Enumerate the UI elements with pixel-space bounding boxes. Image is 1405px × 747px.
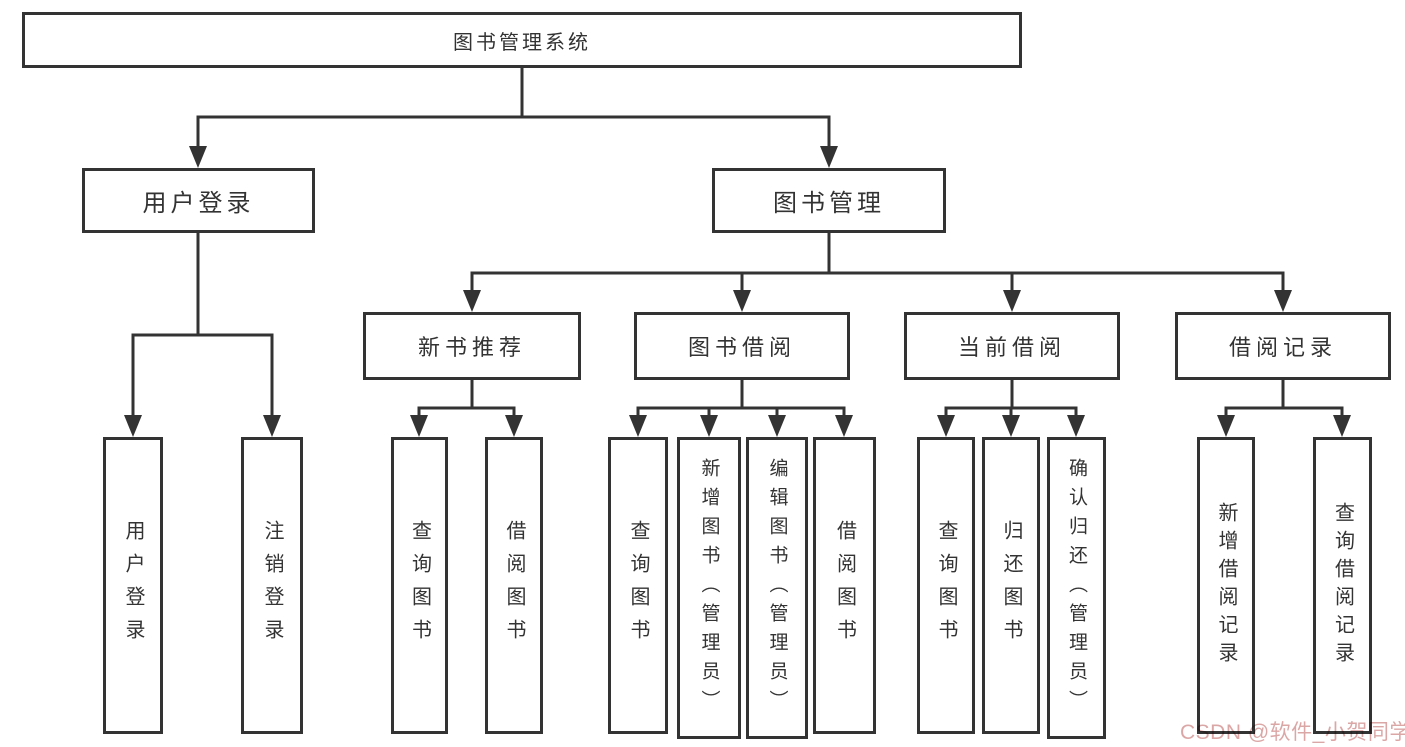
leaf-user-login-label: 用户登录 <box>122 519 144 652</box>
leaf-add-borrow-record-label: 新增借阅记录 <box>1215 501 1237 670</box>
leaf-confirm-return-admin-label: 确认归还（管理员） <box>1066 457 1087 719</box>
leaf-borrow-book-2-label: 借阅图书 <box>833 519 856 652</box>
node-root-label: 图书管理系统 <box>453 31 591 54</box>
leaf-query-book-1-label: 查询图书 <box>408 519 431 652</box>
node-root: 图书管理系统 <box>22 12 1022 68</box>
leaf-add-book-admin: 新增图书（管理员） <box>677 437 741 739</box>
leaf-logout-label: 注销登录 <box>261 519 283 652</box>
connector-borrow-record-children <box>1217 380 1351 437</box>
node-current-borrow-label: 当前借阅 <box>957 335 1066 360</box>
leaf-return-book-label: 归还图书 <box>1000 519 1022 652</box>
leaf-borrow-book-1: 借阅图书 <box>485 437 543 734</box>
leaf-query-book-2: 查询图书 <box>608 437 668 734</box>
csdn-watermark: CSDN @软件_小贺同学 <box>1180 721 1405 744</box>
node-new-book-rec: 新书推荐 <box>363 312 581 380</box>
leaf-query-borrow-record-label: 查询借阅记录 <box>1331 501 1354 670</box>
leaf-logout: 注销登录 <box>241 437 303 734</box>
leaf-query-book-3: 查询图书 <box>917 437 975 734</box>
node-book-borrow: 图书借阅 <box>634 312 850 380</box>
node-book-mgmt-label: 图书管理 <box>773 190 885 217</box>
leaf-edit-book-admin-label: 编辑图书（管理员） <box>766 457 788 719</box>
leaf-query-book-3-label: 查询图书 <box>935 519 957 652</box>
node-book-mgmt: 图书管理 <box>712 168 946 233</box>
connector-book-mgmt-to-level2 <box>463 233 1292 312</box>
node-user-login-label: 用户登录 <box>142 190 255 217</box>
leaf-query-borrow-record: 查询借阅记录 <box>1313 437 1372 734</box>
leaf-query-book-1: 查询图书 <box>391 437 448 734</box>
connector-current-borrow-children <box>937 380 1085 437</box>
leaf-return-book: 归还图书 <box>982 437 1040 734</box>
connector-root-to-level1 <box>189 68 838 168</box>
node-book-borrow-label: 图书借阅 <box>687 335 796 360</box>
node-borrow-record-label: 借阅记录 <box>1228 335 1337 360</box>
leaf-borrow-book-2: 借阅图书 <box>813 437 876 734</box>
node-current-borrow: 当前借阅 <box>904 312 1120 380</box>
connector-book-borrow-children <box>629 380 853 437</box>
leaf-confirm-return-admin: 确认归还（管理员） <box>1047 437 1106 739</box>
leaf-add-book-admin-label: 新增图书（管理员） <box>698 457 720 719</box>
node-borrow-record: 借阅记录 <box>1175 312 1391 380</box>
node-new-book-rec-label: 新书推荐 <box>417 335 526 360</box>
connector-user-login-children <box>124 233 281 437</box>
leaf-user-login: 用户登录 <box>103 437 163 734</box>
leaf-borrow-book-1-label: 借阅图书 <box>503 519 525 652</box>
connector-new-book-children <box>410 380 523 437</box>
node-user-login: 用户登录 <box>82 168 315 233</box>
leaf-query-book-2-label: 查询图书 <box>627 519 649 652</box>
leaf-add-borrow-record: 新增借阅记录 <box>1197 437 1255 734</box>
leaf-edit-book-admin: 编辑图书（管理员） <box>746 437 808 739</box>
